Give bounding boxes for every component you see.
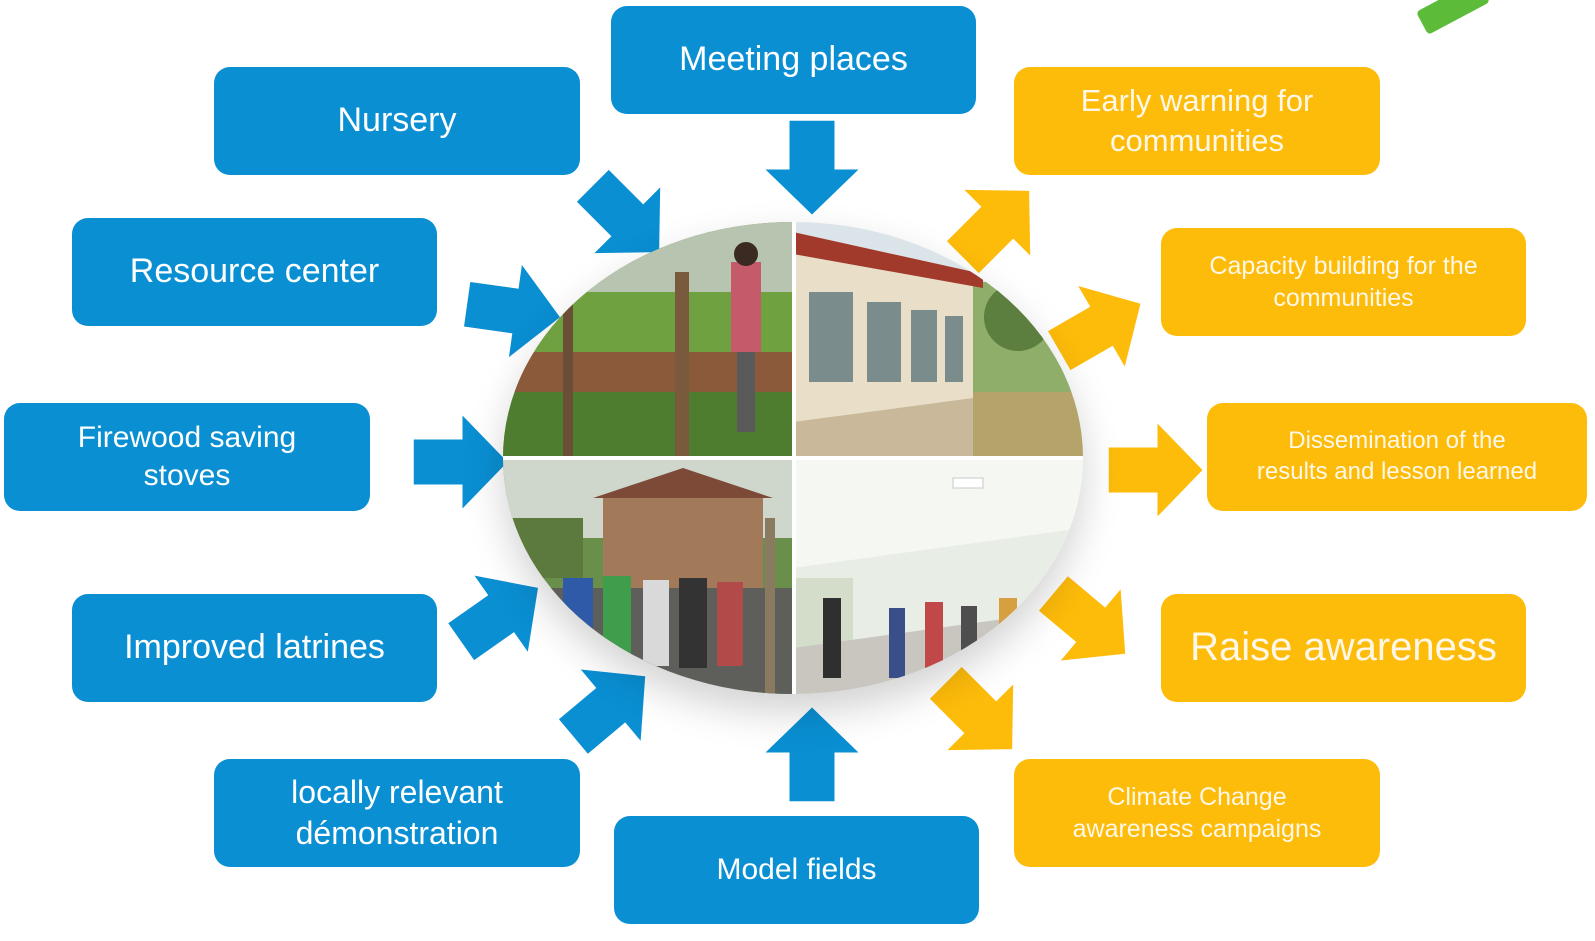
community-meeting-photo bbox=[503, 458, 793, 694]
node-nursery: Nursery bbox=[214, 67, 580, 175]
node-label: Meeting places bbox=[679, 40, 908, 79]
photo-divider-horizontal bbox=[503, 456, 1083, 460]
tree-nursery-photo bbox=[503, 222, 793, 458]
node-label-line2: stoves bbox=[143, 459, 231, 492]
node-firewood-stoves: Firewood saving stoves bbox=[4, 403, 370, 511]
node-label-line2: results and lesson learned bbox=[1256, 458, 1538, 485]
meeting-hall-interior-photo bbox=[793, 458, 1083, 694]
node-raise-awareness: Raise awareness bbox=[1161, 594, 1526, 702]
node-improved-latrines: Improved latrines bbox=[72, 594, 437, 702]
node-climate-change-campaigns: Climate Change awareness campaigns bbox=[1014, 759, 1380, 867]
node-label-line1: Early warning for bbox=[1080, 83, 1314, 119]
node-label-line1: locally relevant bbox=[291, 774, 503, 811]
node-demonstration: locally relevant démonstration bbox=[214, 759, 580, 867]
node-early-warning: Early warning for communities bbox=[1014, 67, 1380, 175]
node-resource-center: Resource center bbox=[72, 218, 437, 326]
node-label-line1: Firewood saving bbox=[77, 420, 297, 454]
arrow-model bbox=[765, 707, 859, 802]
node-label: Resource center bbox=[129, 252, 380, 291]
node-dissemination: Dissemination of the results and lesson … bbox=[1207, 403, 1587, 511]
node-label: Raise awareness bbox=[1190, 625, 1497, 670]
arrow-dissemination bbox=[1108, 423, 1203, 517]
arrow-firewood bbox=[413, 415, 508, 509]
node-label: Improved latrines bbox=[124, 628, 385, 667]
node-label-line2: démonstration bbox=[295, 815, 499, 851]
resource-center-building-photo bbox=[793, 222, 1083, 458]
node-label-line1: Climate Change bbox=[1107, 783, 1287, 811]
node-label: Nursery bbox=[337, 101, 457, 140]
node-label-line2: awareness campaigns bbox=[1072, 815, 1322, 843]
node-label-line1: Dissemination of the bbox=[1288, 427, 1506, 455]
node-label-line2: communities bbox=[1110, 123, 1284, 158]
arrow-meeting bbox=[765, 120, 859, 215]
node-meeting-places: Meeting places bbox=[611, 6, 976, 114]
node-model-fields: Model fields bbox=[614, 816, 979, 924]
node-label-line2: communities bbox=[1273, 284, 1414, 312]
node-label: Model fields bbox=[716, 852, 877, 886]
central-photo-collage bbox=[503, 222, 1083, 694]
node-capacity-building: Capacity building for the communities bbox=[1161, 228, 1526, 336]
node-label-line1: Capacity building for the bbox=[1209, 252, 1478, 280]
